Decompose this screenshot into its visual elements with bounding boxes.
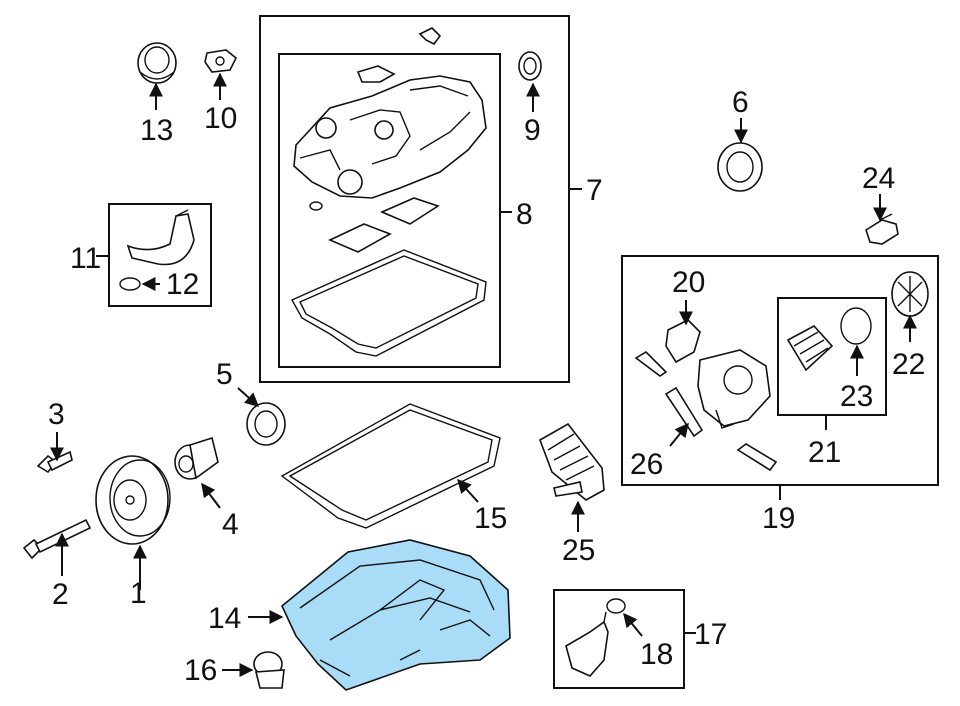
callout-17: 17 [694,618,727,651]
callout-13: 13 [140,114,173,147]
valve-cover-group-box [259,15,570,383]
callout-19: 19 [762,502,795,535]
callout-6: 6 [732,86,749,119]
callout-2: 2 [52,578,69,611]
oil-filter-element-part [786,324,834,372]
callout-11: 11 [70,242,101,275]
callout-5: 5 [216,358,233,391]
crank-pulley-part [95,455,171,545]
arrow-5 [237,387,260,407]
front-seal-part [246,402,286,446]
crank-seal-part [717,142,763,192]
oil-pan-part [281,539,511,691]
callout-15: 15 [474,502,507,535]
callout-10: 10 [204,102,237,135]
valve-cover-part [293,75,487,199]
rect-gasket-b-part [328,223,392,253]
clip-part [418,27,442,46]
callout-1: 1 [130,577,147,610]
callout-18: 18 [640,638,673,671]
arrow-26 [669,422,689,447]
oil-pressure-sensor-part [865,213,899,245]
callout-24: 24 [862,162,895,195]
oil-cooler-part [539,422,605,501]
callout-16: 16 [184,654,217,687]
callout-14: 14 [208,602,241,635]
callout-26: 26 [630,448,663,481]
callout-22: 22 [892,348,925,381]
dipstick-tube-box [553,589,685,689]
housing-bolt-b-part [736,443,778,472]
drain-plug-part [253,651,285,689]
housing-gasket-part [665,319,701,364]
small-gasket-part [204,49,238,73]
arrow-15 [457,478,479,503]
oring-small-part [309,201,323,211]
cover-gasket-part [291,249,487,357]
oil-filter-housing-part [697,349,771,429]
callout-7: 7 [586,174,603,207]
valve-cover-inner-box [278,53,501,368]
oil-pan-gasket-part [280,403,501,529]
seal-ring-part [518,51,542,81]
dipstick-oring-part [606,598,626,614]
idler-part [174,436,219,480]
oil-tube-part [126,209,195,266]
callout-25: 25 [562,534,595,567]
arrow-4 [201,482,221,509]
dipstick-tube-part [565,611,609,677]
callout-21: 21 [808,436,841,469]
callout-12: 12 [166,268,199,301]
callout-3: 3 [48,398,65,431]
housing-bolt-a-part [634,350,668,377]
bolt-long-part [22,518,92,560]
callout-8: 8 [516,198,533,231]
oil-filter-housing-box [621,255,939,486]
oil-filler-cap-part [137,42,177,84]
oil-filter-box [777,297,887,416]
housing-seal-part [664,386,704,438]
bolt-small-part [36,450,73,474]
callout-23: 23 [840,380,873,413]
filter-cap-part [891,271,929,317]
filter-oring-part [840,307,872,345]
tube-oring-part [119,277,141,291]
arrow-18 [623,612,643,637]
rect-gasket-a-part [379,197,440,225]
cover-gasket-small-part [356,65,396,83]
callout-9: 9 [524,114,541,147]
callout-20: 20 [672,266,705,299]
callout-4: 4 [222,508,239,541]
